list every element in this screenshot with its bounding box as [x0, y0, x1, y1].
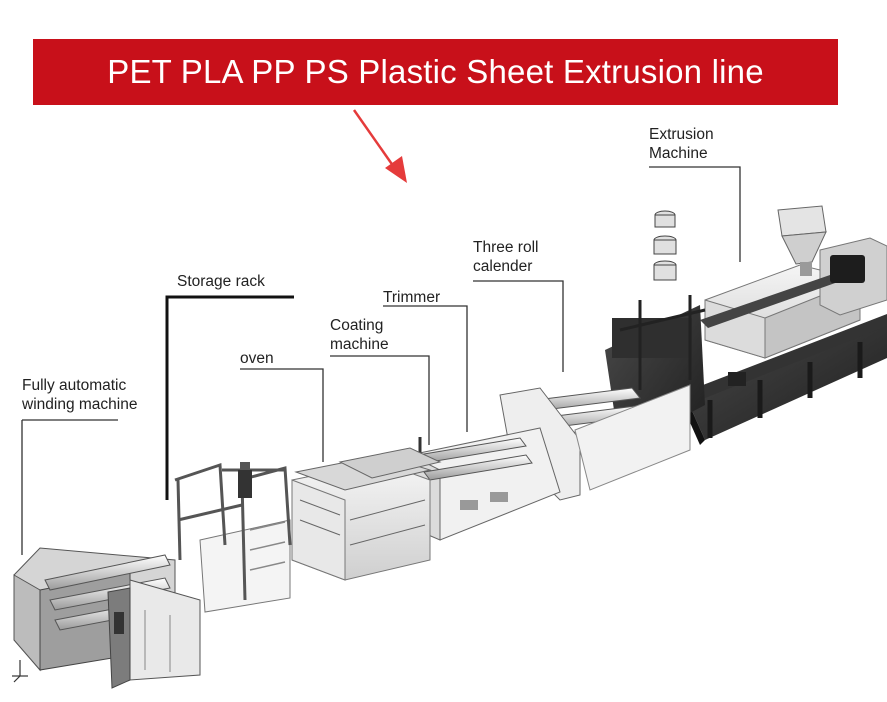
- page-title: PET PLA PP PS Plastic Sheet Extrusion li…: [107, 53, 764, 90]
- axis-marker-icon: [12, 660, 28, 683]
- label-extrusion-machine: Extrusion Machine: [649, 126, 714, 162]
- extrusion-machine: [680, 205, 887, 445]
- trimmer-coating-machine: [409, 427, 561, 541]
- pointer-arrow-icon: [352, 109, 407, 183]
- storage-rack-bracket: [165, 295, 294, 500]
- label-three-roll-calender: Three roll calender: [473, 239, 539, 275]
- leader-lines: [21, 166, 741, 555]
- label-winding-machine: Fully automatic winding machine: [22, 377, 138, 413]
- oven-machine: [291, 447, 442, 581]
- title-banner: [33, 39, 838, 105]
- label-oven: oven: [240, 350, 274, 367]
- label-trimmer: Trimmer: [383, 289, 441, 306]
- winding-machine: [13, 547, 201, 689]
- storage-rack: [174, 462, 292, 613]
- label-storage-rack: Storage rack: [177, 273, 265, 290]
- label-coating-machine: Coating machine: [330, 317, 389, 353]
